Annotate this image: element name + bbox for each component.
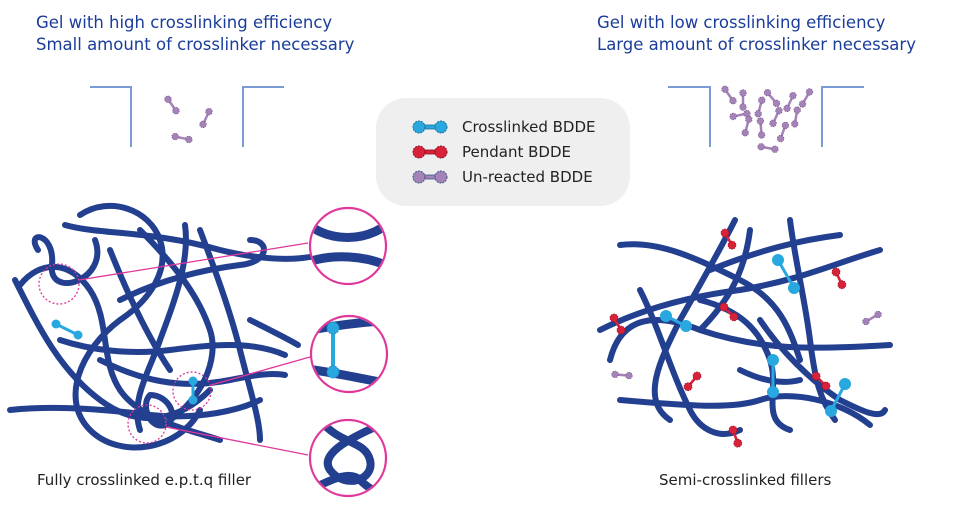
pendant-bdde-icon — [412, 145, 448, 159]
unreacted-bdde-molecule — [756, 141, 780, 155]
callout-marker-contact — [38, 263, 80, 305]
pendant-bdde-molecule — [829, 265, 849, 292]
right-caption: Semi-crosslinked fillers — [659, 471, 832, 489]
unreacted-bdde-molecule — [767, 105, 785, 129]
unreacted-bdde-molecule — [761, 86, 783, 110]
left-caption: Fully crosslinked e.p.t.q filler — [37, 471, 252, 489]
unreacted-bdde-molecule — [755, 116, 767, 140]
unreacted-bdde-icon — [412, 170, 448, 184]
left-polymer-network — [7, 203, 323, 451]
callout-marker-entangle — [127, 404, 167, 444]
unreacted-bdde-molecule — [169, 131, 195, 145]
unreacted-bdde-molecule — [739, 113, 755, 139]
unreacted-bdde-molecule — [162, 93, 182, 117]
legend: Crosslinked BDDE Pendant BDDE Un-reacted… — [376, 98, 630, 206]
legend-label-pendant: Pendant BDDE — [462, 143, 571, 161]
right-container — [668, 86, 864, 147]
right-crosslinks — [660, 254, 851, 417]
unreacted-bdde-molecule — [610, 369, 634, 381]
legend-item-crosslinked: Crosslinked BDDE — [412, 116, 596, 138]
right-heading-line1: Gel with low crosslinking efficiency — [597, 13, 886, 32]
right-heading: Gel with low crosslinking efficiency Lar… — [597, 12, 916, 56]
detail-view-contact — [308, 206, 388, 286]
unreacted-bdde-molecule — [738, 88, 748, 112]
unreacted-bdde-molecule — [789, 105, 803, 129]
unreacted-bdde-molecule — [860, 308, 884, 328]
unreacted-bdde-molecule — [775, 119, 791, 145]
pendant-bdde-molecule — [681, 369, 704, 394]
right-unreacted-bdde-group — [719, 83, 816, 155]
detail-view-entangle — [308, 418, 388, 498]
unreacted-bdde-molecule — [719, 83, 739, 107]
left-container — [90, 86, 284, 147]
left-unreacted-bdde-group — [162, 93, 215, 145]
left-heading-line1: Gel with high crosslinking efficiency — [36, 13, 333, 32]
unreacted-bdde-molecule — [197, 106, 215, 130]
legend-item-pendant: Pendant BDDE — [412, 141, 571, 163]
legend-label-unreacted: Un-reacted BDDE — [462, 168, 593, 186]
callout-markers — [38, 263, 212, 444]
right-polymer-network — [597, 217, 893, 437]
unreacted-bdde-molecule — [752, 94, 768, 120]
callout-marker-crosslink — [172, 371, 212, 411]
legend-item-unreacted: Un-reacted BDDE — [412, 166, 593, 188]
left-crosslinks — [51, 319, 198, 405]
legend-label-crosslinked: Crosslinked BDDE — [462, 118, 596, 136]
left-heading-line2: Small amount of crosslinker necessary — [36, 35, 355, 54]
left-heading: Gel with high crosslinking efficiency Sm… — [36, 12, 354, 56]
right-heading-line2: Large amount of crosslinker necessary — [597, 35, 916, 54]
unreacted-bdde-molecule — [796, 86, 816, 110]
callout-lines — [78, 242, 311, 456]
crosslinked-bdde-icon — [412, 120, 448, 134]
detail-view-crosslink — [309, 314, 389, 394]
